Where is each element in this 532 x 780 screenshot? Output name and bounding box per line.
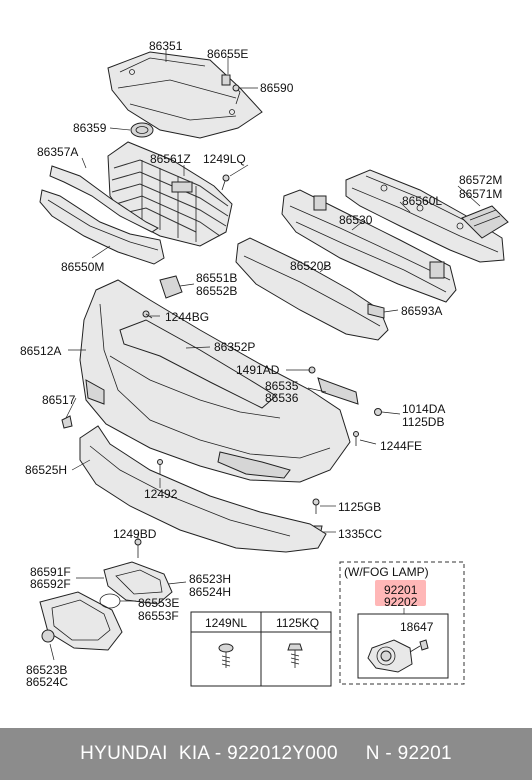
grille-upper-cover — [107, 51, 263, 139]
parts-diagram: 86351 86655E 86590 86359 86357A 86561Z 1… — [20, 39, 509, 689]
footer-text: HYUNDAI KIA - 922012Y000 N - 92201 — [80, 743, 452, 764]
label-86552b: 86552B — [196, 284, 238, 298]
label-1249lq: 1249LQ — [203, 152, 246, 166]
label-86359: 86359 — [73, 121, 107, 135]
label-1335cc: 1335CC — [338, 527, 383, 541]
table-header-1249nl: 1249NL — [205, 616, 248, 630]
emblem-shape — [130, 122, 154, 138]
label-86524h: 86524H — [189, 585, 232, 599]
table-header-1125kq: 1125KQ — [276, 616, 320, 630]
label-86553f: 86553F — [138, 609, 179, 623]
label-86351: 86351 — [149, 39, 183, 53]
label-86530: 86530 — [339, 213, 373, 227]
label-86551b: 86551B — [196, 271, 238, 285]
label-86655e: 86655E — [207, 47, 249, 61]
label-86357a: 86357A — [37, 145, 79, 159]
label-86535: 86535 — [265, 379, 299, 393]
label-12492: 12492 — [144, 487, 178, 501]
lower-lip — [79, 425, 327, 553]
label-86591f: 86591F — [30, 565, 71, 579]
label-86525h: 86525H — [25, 463, 68, 477]
diagram-drawing — [39, 50, 509, 687]
label-86517: 86517 — [42, 393, 76, 407]
label-86571m: 86571M — [459, 187, 503, 201]
label-1491ad: 1491AD — [236, 363, 280, 377]
label-86520b: 86520B — [290, 259, 332, 273]
label-86561z: 86561Z — [150, 152, 191, 166]
label-86560l: 86560L — [402, 194, 443, 208]
label-86523h: 86523H — [189, 572, 232, 586]
label-1125gb: 1125GB — [338, 500, 382, 514]
label-86593a: 86593A — [401, 304, 443, 318]
label-92202: 92202 — [384, 595, 418, 609]
label-86550m: 86550M — [61, 260, 105, 274]
label-86590: 86590 — [260, 81, 294, 95]
label-86572m: 86572M — [459, 173, 503, 187]
label-1249bd: 1249BD — [113, 527, 157, 541]
highlight-92201 — [375, 580, 426, 606]
label-86352p: 86352P — [214, 340, 256, 354]
label-18647: 18647 — [400, 620, 434, 634]
absorber-86520b — [235, 237, 389, 341]
grille-moulding — [39, 165, 165, 265]
footer-bar: HYUNDAI KIA - 922012Y000 N - 92201 — [0, 728, 532, 780]
upper-beam — [345, 169, 505, 263]
label-1244fe: 1244FE — [380, 439, 423, 453]
label-92201: 92201 — [384, 583, 418, 597]
screw-1125kq-icon — [287, 643, 303, 668]
label-86523b: 86523B — [26, 663, 68, 677]
label-1125db: 1125DB — [402, 415, 445, 429]
screw-1249nl-icon — [218, 643, 234, 668]
label-86536: 86536 — [265, 391, 299, 405]
label-1014da: 1014DA — [402, 402, 446, 416]
label-1244bg: 1244BG — [165, 310, 210, 324]
label-86553e: 86553E — [138, 596, 180, 610]
label-wfog: (W/FOG LAMP) — [344, 565, 429, 579]
label-86524c: 86524C — [26, 675, 69, 689]
label-86512a: 86512A — [20, 344, 62, 358]
fog-bezel — [39, 561, 173, 651]
leader-lines — [49, 50, 481, 661]
fog-lamp-box — [339, 561, 465, 685]
back-beam — [281, 189, 457, 303]
screw-table — [190, 611, 332, 687]
label-86592f: 86592F — [30, 577, 71, 591]
fog-lamp — [367, 639, 429, 673]
